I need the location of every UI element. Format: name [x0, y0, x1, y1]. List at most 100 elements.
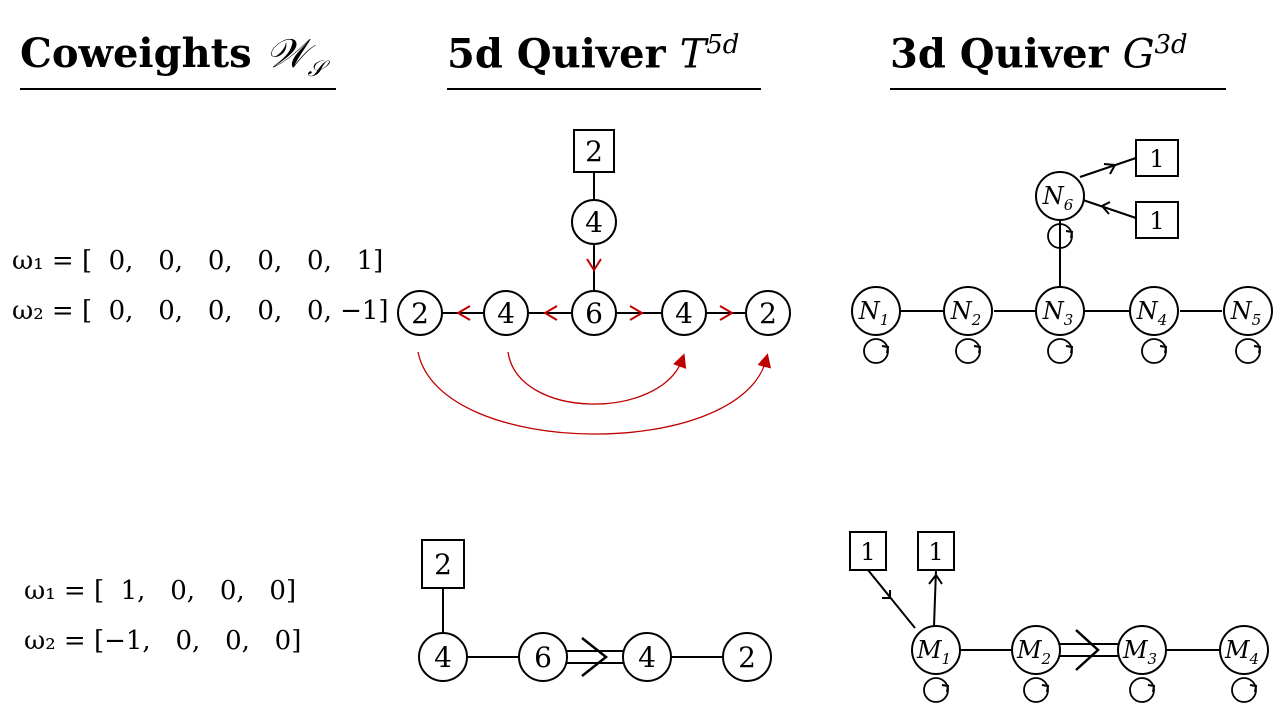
flavor-node-label: 1 — [928, 538, 943, 566]
gauge-node — [397, 290, 443, 336]
gauge-node-label: 2 — [759, 297, 777, 330]
adjoint-loop-icon — [1129, 677, 1155, 703]
coweight-values: 0, 0, 0, 0, 0, −1] — [92, 296, 389, 326]
edge-top-flavor1 — [1079, 157, 1137, 178]
gauge-node-label: M3 — [1122, 636, 1157, 668]
header-coweights-symbol: 𝒲 — [265, 31, 308, 77]
flavor-node — [917, 531, 955, 571]
gauge-node — [1223, 286, 1273, 336]
gauge-node-sub: 3 — [1148, 650, 1158, 668]
gauge-node-label: M2 — [1016, 636, 1051, 668]
adjoint-loop-icon — [923, 677, 949, 703]
gauge-node — [1035, 171, 1085, 221]
flavor-node — [573, 129, 615, 173]
adjoint-loop-icon — [1235, 338, 1261, 364]
coweight-label: ω₂ = [ — [12, 296, 93, 326]
coweight-values: 0, 0, 0, 0, 0, 1] — [92, 246, 384, 276]
coweight-label: ω₂ = [ — [24, 626, 105, 656]
flavor-node-label: 1 — [1149, 145, 1164, 173]
gauge-node-label: 4 — [497, 297, 515, 330]
gauge-node — [722, 632, 772, 682]
gauge-node-sub: 1 — [942, 650, 952, 668]
arrow-out-icon — [928, 573, 943, 585]
gauge-node-base: N — [858, 297, 881, 325]
gauge-node-label: 6 — [585, 297, 603, 330]
loop-arrow-icon — [1065, 345, 1074, 354]
flavor-node-label: 2 — [585, 135, 603, 168]
edge-flavor2-node — [933, 569, 937, 627]
gauge-node-label: N5 — [1230, 297, 1262, 329]
header-coweights: Coweights 𝒲𝒮 — [20, 30, 325, 82]
gauge-node-label: N3 — [1042, 297, 1074, 329]
gauge-node-sub: 5 — [1252, 311, 1262, 329]
header-5d-text: 5d Quiver — [447, 30, 666, 78]
gauge-node-label: 4 — [434, 641, 452, 674]
header-3d-text: 3d Quiver — [890, 30, 1109, 78]
gauge-node-label: 4 — [638, 641, 656, 674]
fold-arrows-row1 — [417, 258, 771, 435]
gauge-node — [1219, 625, 1269, 675]
fold-chevron-left — [456, 305, 471, 321]
flavor-node-label: 1 — [1149, 207, 1164, 235]
flavor-node — [849, 531, 887, 571]
header-3d-quiver: 3d Quiver G3d — [890, 30, 1188, 77]
flavor-node-label: 1 — [860, 538, 875, 566]
gauge-node-sub: 2 — [971, 311, 982, 329]
flavor-node — [1135, 139, 1179, 177]
gauge-node-base: N — [1230, 297, 1253, 325]
coweight-label: ω₁ = [ — [24, 576, 105, 606]
coweight-row2-w1: ω₁ = [ 1, 0, 0, 0] — [24, 576, 296, 606]
arrow-in-icon — [882, 590, 891, 599]
quiver5d-row1 — [442, 172, 746, 314]
loop-arrow-icon — [1159, 345, 1168, 354]
adjoint-loop-icon — [1141, 338, 1167, 364]
header-5d-symbol: T — [679, 31, 707, 78]
gauge-node-base: M — [916, 636, 943, 664]
loop-arrow-icon — [1253, 345, 1262, 354]
loop-arrow-icon — [941, 684, 950, 693]
coweight-row1-w1: ω₁ = [ 0, 0, 0, 0, 0, 1] — [12, 246, 383, 276]
gauge-node-label: N2 — [950, 297, 982, 329]
gauge-node — [1129, 286, 1179, 336]
coweight-values: 1, 0, 0, 0] — [104, 576, 297, 606]
gauge-node-label: 2 — [738, 641, 756, 674]
loop-arrow-icon — [881, 345, 890, 354]
adjoint-loop-icon — [1023, 677, 1049, 703]
gauge-node — [1035, 286, 1085, 336]
coweight-values: −1, 0, 0, 0] — [104, 626, 302, 656]
header-3d-symbol: G — [1122, 31, 1155, 78]
gauge-node — [571, 290, 617, 336]
gauge-node-sub: 1 — [880, 311, 890, 329]
header-coweights-underline — [20, 88, 336, 90]
gauge-node — [418, 632, 468, 682]
loop-arrow-icon — [1147, 684, 1156, 693]
gauge-node-label: 2 — [411, 297, 429, 330]
gauge-node-label: 6 — [534, 641, 552, 674]
gauge-node-sub: 6 — [1064, 196, 1074, 214]
coweight-label: ω₁ = [ — [12, 246, 93, 276]
nodes5d-row2: 2 4 6 4 2 — [418, 539, 772, 682]
quiver3d-row2 — [867, 569, 1258, 703]
header-5d-quiver: 5d Quiver T5d — [447, 30, 739, 77]
nodes3d-row2: 1 1 M1 M2 M3 M4 — [849, 531, 1269, 675]
header-5d-sup: 5d — [706, 30, 740, 60]
gauge-node — [483, 290, 529, 336]
coweight-row1-w2: ω₂ = [ 0, 0, 0, 0, 0, −1] — [12, 296, 389, 326]
gauge-node — [745, 290, 791, 336]
adjoint-loop-icon — [863, 338, 889, 364]
adjoint-loop-icon — [1047, 338, 1073, 364]
loop-arrow-icon — [1041, 684, 1050, 693]
gauge-node — [1011, 625, 1061, 675]
nodes5d-row1: 2 4 2 4 6 4 2 — [397, 129, 791, 336]
nodes3d-row1: 1 1 N6 N1 N2 N3 N4 N5 — [851, 139, 1273, 336]
gauge-node-sub: 4 — [1157, 311, 1168, 329]
gauge-node-sub: 4 — [1249, 650, 1260, 668]
loop-arrow-icon — [1065, 230, 1074, 239]
fold-chevron-down — [586, 258, 602, 272]
flavor-node — [421, 539, 465, 589]
header-5d-underline — [447, 88, 761, 90]
gauge-node-base: N — [950, 297, 973, 325]
header-3d-sup: 3d — [1154, 30, 1188, 60]
gauge-node-base: M — [1016, 636, 1043, 664]
